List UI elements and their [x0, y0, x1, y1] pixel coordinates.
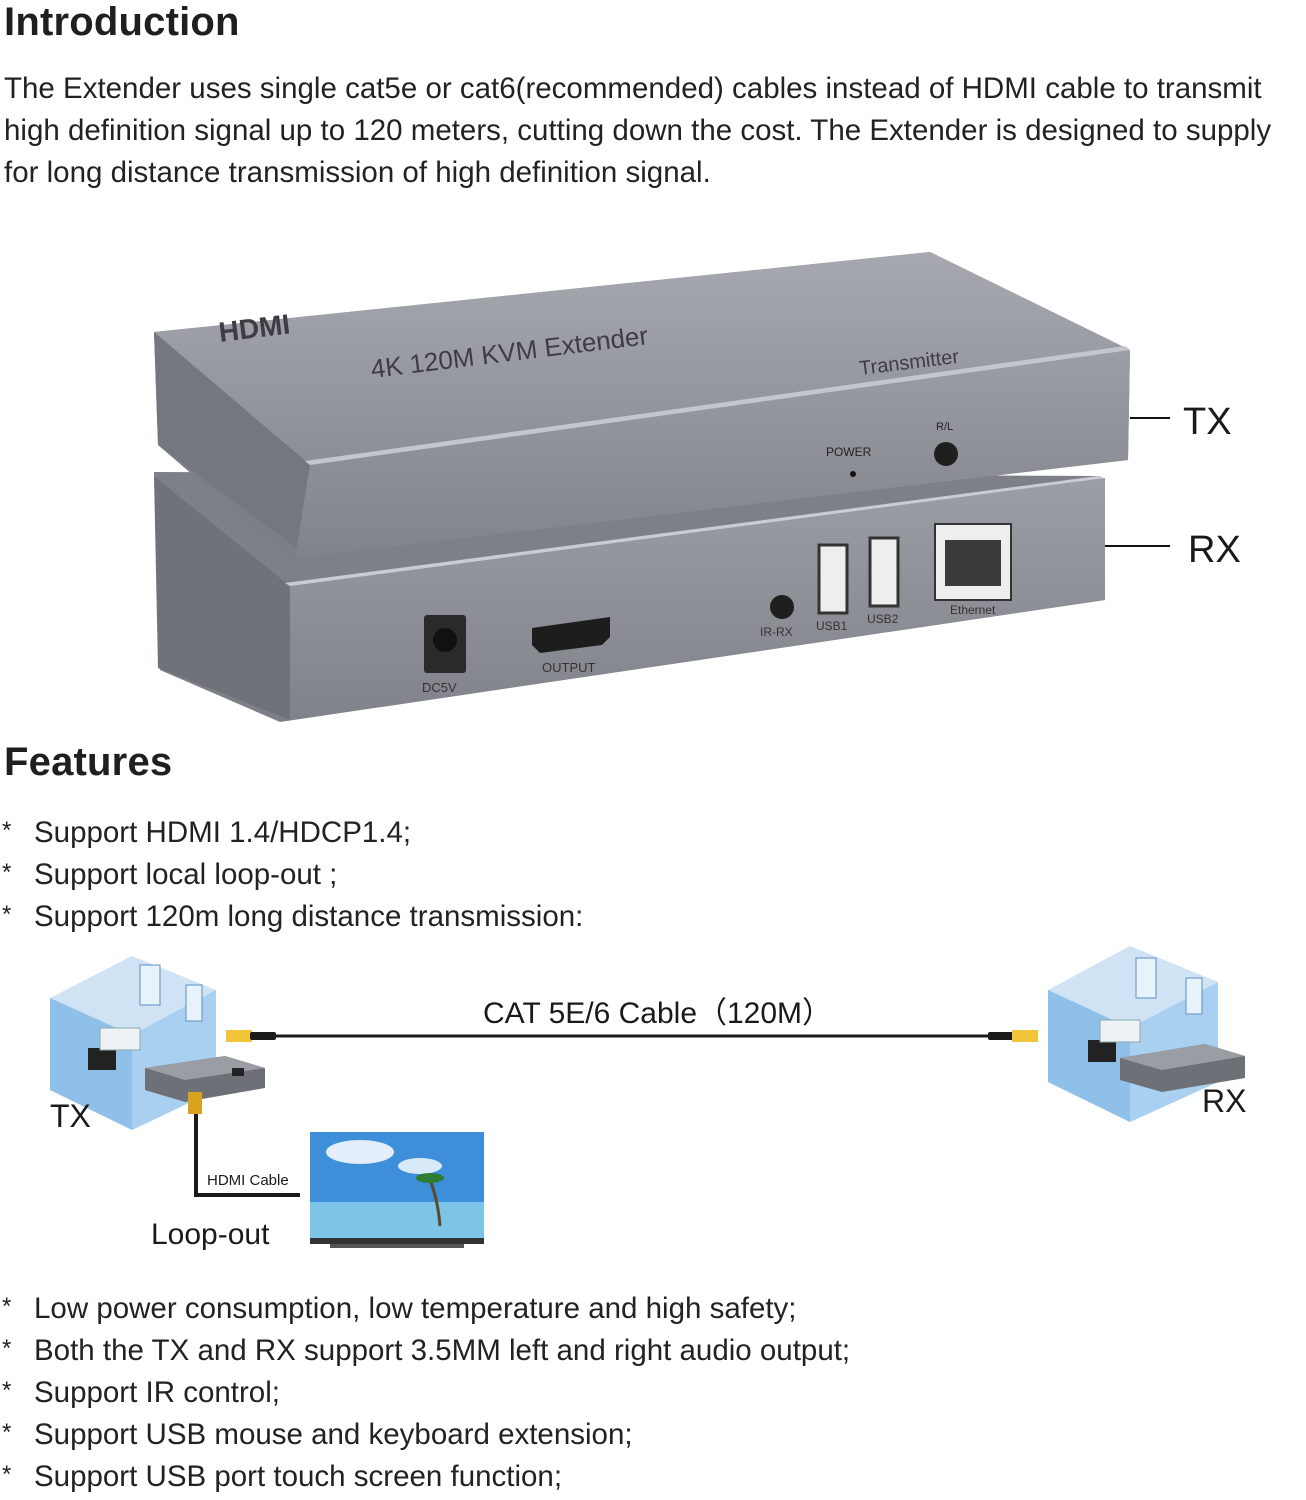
hdmi-cable [194, 1114, 300, 1197]
ir-jack [770, 595, 794, 619]
feature-item: *Both the TX and RX support 3.5MM left a… [0, 1330, 850, 1372]
callout-rx: RX [1188, 529, 1241, 571]
bullet: * [2, 817, 12, 844]
feature-item: *Support HDMI 1.4/HDCP1.4; [0, 812, 583, 854]
feature-item: *Support local loop-out ; [0, 854, 583, 896]
intro-paragraph: The Extender uses single cat5e or cat6(r… [4, 72, 1272, 189]
loopout-label: Loop-out [151, 1218, 270, 1251]
svg-text:OUTPUT: OUTPUT [542, 660, 596, 675]
bullet: * [2, 1377, 12, 1404]
svg-text:IR-RX: IR-RX [760, 625, 793, 639]
hdmi-cable-label: HDMI Cable [207, 1172, 289, 1189]
svg-text:DC5V: DC5V [422, 680, 457, 695]
power-led [850, 471, 856, 477]
tx-unit: HDMI 4K 120M KVM Extender Transmitter PO… [154, 252, 1130, 558]
svg-text:POWER: POWER [826, 445, 872, 459]
callout-tx: TX [1183, 401, 1232, 443]
feature-item: *Support IR control; [0, 1372, 850, 1414]
feature-item: *Low power consumption, low temperature … [0, 1288, 850, 1330]
transmission-diagram: CAT 5E/6 Cable（120M） TX RX HDMI Cable Lo… [50, 946, 1246, 1251]
features-list-top: *Support HDMI 1.4/HDCP1.4; *Support loca… [0, 812, 583, 938]
intro-heading: Introduction [4, 0, 240, 44]
rl-audio-jack [934, 442, 958, 466]
bullet: * [2, 1419, 12, 1446]
usb2-port [868, 536, 900, 608]
usb1-port [817, 543, 849, 615]
features-heading: Features [4, 740, 173, 784]
product-illustration: DC5V OUTPUT IR-RX USB1 USB2 Ethernet HDM… [154, 252, 1241, 722]
features-list-bottom: *Low power consumption, low temperature … [0, 1288, 850, 1498]
feature-item: *Support USB port touch screen function; [0, 1456, 850, 1498]
bullet: * [2, 859, 12, 886]
diagram-tx-label: TX [50, 1098, 91, 1134]
svg-text:USB1: USB1 [816, 619, 848, 633]
rj45-plug-right [1012, 1030, 1038, 1042]
svg-text:R/L: R/L [936, 421, 953, 433]
rx-room-icon [1048, 946, 1245, 1122]
feature-item: *Support USB mouse and keyboard extensio… [0, 1414, 850, 1456]
bullet: * [2, 1461, 12, 1488]
bullet: * [2, 901, 12, 928]
hdmi-output-port [532, 617, 610, 653]
bullet: * [2, 1335, 12, 1362]
svg-text:USB2: USB2 [867, 612, 899, 626]
cable-label: CAT 5E/6 Cable（120M） [483, 997, 832, 1030]
feature-item: *Support 120m long distance transmission… [0, 896, 583, 938]
svg-text:Ethernet: Ethernet [950, 603, 996, 617]
rj45-plug-left [226, 1030, 252, 1042]
tv-icon [310, 1132, 484, 1248]
diagram-rx-label: RX [1202, 1083, 1246, 1119]
bullet: * [2, 1293, 12, 1320]
